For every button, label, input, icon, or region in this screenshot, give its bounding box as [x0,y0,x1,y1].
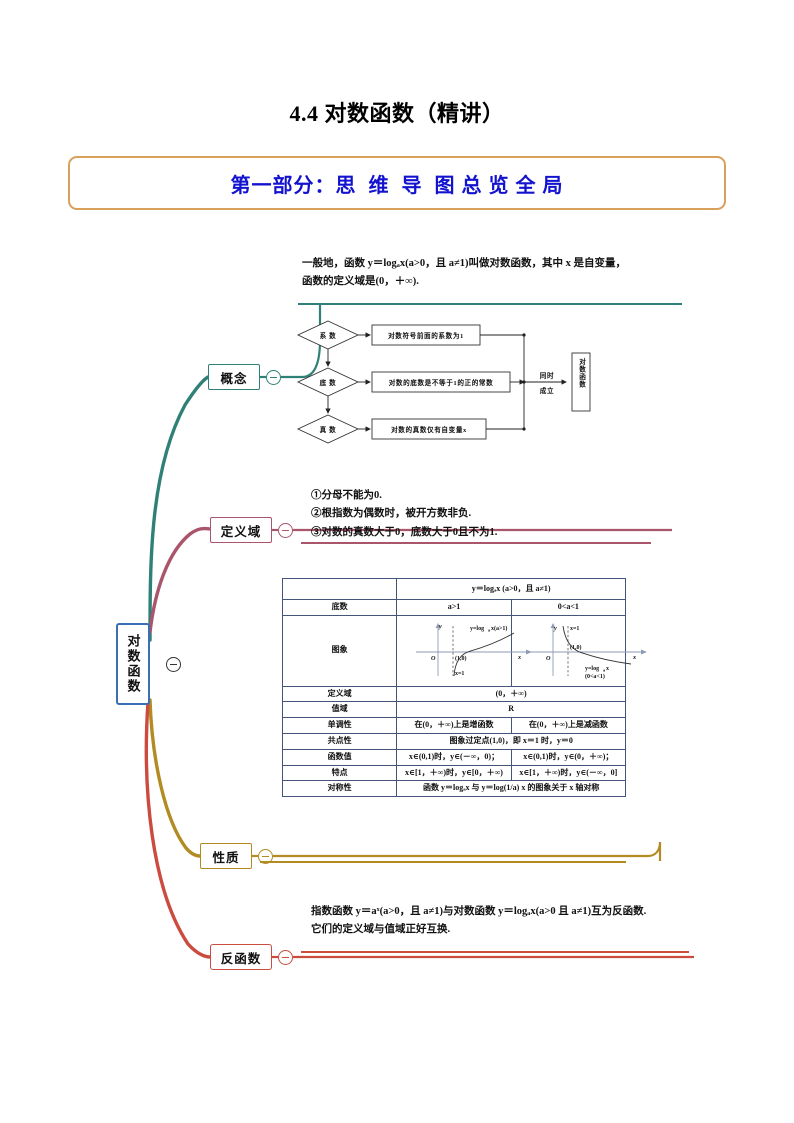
svg-text:(1,0): (1,0) [570,644,582,651]
row-label-base: 底数 [281,599,398,616]
flow-diamond-label-3: 真 数 [319,427,337,434]
domain-rule-2: ②根指数为偶数时，被开方数非负. [311,508,472,520]
mindmap-branch-domain-label: 定义域 [220,524,262,539]
row-function-value-left-2: x∈[1，＋∞)时，y∈[0，＋∞) [396,764,512,782]
graph-cell-increasing: O y x (1,0) x=1 y=log a x(a>1) [396,614,533,687]
svg-text:a: a [603,667,606,672]
svg-text:O: O [546,655,551,662]
row-domain-value: (0，＋∞) [396,685,626,703]
row-label-monotonicity: 单调性 [281,717,398,734]
table-row: 共点性 图象过定点(1,0)，即 x＝1 时，y＝0 [281,732,626,750]
svg-text:y: y [553,625,557,632]
flow-box-label-3: 对数的真数仅有自变量x [391,427,467,434]
mindmap-branch-concept[interactable]: 概念 [208,364,260,390]
mindmap-branch-domain[interactable]: 定义域 [210,517,272,543]
row-monotonicity-right: 在(0，＋∞)上是减函数 [510,717,627,734]
graph-decreasing-svg: O y x x=1 (1,0) y=log a x (0<a<1) [530,622,647,680]
row-label-function-value-2: 特点 [281,764,398,782]
row-function-value-right-1: x∈(0,1)时，y∈(0，＋∞)； [510,748,627,766]
page-title: 4.4 对数函数（精讲） [289,101,505,126]
table-row: 函数值 x∈(0,1)时，y∈(－∞，0)； x∈(0,1)时，y∈(0，＋∞)… [281,748,627,766]
inverse-line-1: 指数函数 y＝aˣ(a>0，且 a≠1)与对数函数 y＝logₐx(a>0 且 … [311,906,647,917]
svg-text:y=log: y=log [470,626,484,632]
domain-rules-block: ①分母不能为0. ②根指数为偶数时，被开方数非负. ③对数的真数大于0，底数大于… [301,487,671,544]
flow-middle-label-1: 同时 [539,373,555,380]
svg-text:y=log: y=log [585,666,599,672]
row-label-symmetry: 对称性 [281,780,398,798]
row-label-domain: 定义域 [281,685,398,703]
mindmap-toggle-domain[interactable] [278,523,293,538]
svg-text:y: y [438,623,442,630]
row-label-common-point: 共点性 [281,732,398,750]
svg-text:x: x [632,654,636,661]
table-row: 值域 R [281,701,626,719]
inverse-function-block: 指数函数 y＝aˣ(a>0，且 a≠1)与对数函数 y＝logₐx(a>0 且 … [301,903,691,953]
svg-text:x=1: x=1 [455,671,464,677]
concept-flowchart: 系 数 底 数 真 数 对数符号前面的系数为1 对数的底数是不等于1的正的常数 … [286,313,598,453]
svg-text:x(a>1): x(a>1) [491,625,507,632]
row-function-value-left-1: x∈(0,1)时，y∈(－∞，0)； [396,748,512,766]
mindmap-branch-property-label: 性质 [212,850,240,865]
row-common-point-value: 图象过定点(1,0)，即 x＝1 时，y＝0 [396,732,626,750]
mindmap-branch-concept-label: 概念 [220,371,248,386]
row-label-function-value: 函数值 [281,748,398,766]
svg-text:a: a [488,627,491,632]
concept-flowchart-graphics [296,320,591,444]
row-base-right: 0<a<1 [510,599,627,616]
table-row: 底数 a>1 0<a<1 [281,599,627,616]
domain-underline [301,542,651,544]
svg-text:O: O [431,655,436,662]
flow-box-label-1: 对数符号前面的系数为1 [388,333,464,340]
flow-middle-label-2: 成立 [539,388,555,395]
row-monotonicity-left: 在(0，＋∞)上是增函数 [396,717,512,734]
mindmap-root-node[interactable]: 对数函数 [116,623,150,705]
row-base-left: a>1 [396,599,512,616]
domain-rule-3: ③对数的真数大于0，底数大于0且不为1. [311,526,498,538]
table-row: 图象 O y x (1,0) x [281,614,647,687]
concept-definition-block: 一般地，函数 y＝logₐx(a>0，且 a≠1)叫做对数函数，其中 x 是自变… [298,255,698,305]
table-row: 定义域 (0，＋∞) [281,685,626,703]
concept-definition-line-2: 函数的定义域是(0，＋∞). [302,276,419,288]
table-row: 单调性 在(0，＋∞)上是增函数 在(0，＋∞)上是减函数 [281,717,627,734]
concept-definition-line-1: 一般地，函数 y＝logₐx(a>0，且 a≠1)叫做对数函数，其中 x 是自变… [302,258,626,269]
property-table: y＝logₐx (a>0，且 a≠1) 底数 a>1 0<a<1 图象 [281,578,647,798]
svg-text:(1,0): (1,0) [455,655,467,662]
property-table-block: y＝logₐx (a>0，且 a≠1) 底数 a>1 0<a<1 图象 [260,578,647,863]
mindmap-branch-inverse[interactable]: 反函数 [210,944,272,970]
svg-text:(0<a<1): (0<a<1) [585,673,605,680]
graph-cell-decreasing: O y x x=1 (1,0) y=log a x (0<a<1) [510,614,647,687]
flow-diamond-label-2: 底 数 [319,380,337,387]
concept-underline [298,303,682,305]
mindmap-root-toggle[interactable] [166,657,181,672]
mindmap-branch-property[interactable]: 性质 [200,843,252,869]
flow-box-label-2: 对数的底数是不等于1的正的常数 [388,380,494,387]
property-underline [260,861,626,863]
row-function-value-right-2: x∈[1，＋∞)时，y∈(－∞，0] [510,764,627,782]
svg-text:x: x [606,666,609,672]
flow-diamond-label-1: 系 数 [319,333,337,340]
mindmap-toggle-inverse[interactable] [278,950,293,965]
table-row: 对称性 函数 y＝logₐx 与 y＝log(1/a) x 的图象关于 x 轴对… [281,780,626,798]
table-row: 特点 x∈[1，＋∞)时，y∈[0，＋∞) x∈[1，＋∞)时，y∈(－∞，0] [281,764,627,782]
mindmap-root-label: 对数函数 [125,634,141,694]
table-row: y＝logₐx (a>0，且 a≠1) [281,578,626,600]
mindmap-toggle-property[interactable] [258,849,273,864]
property-table-header: y＝logₐx (a>0，且 a≠1) [396,578,626,600]
row-label-range: 值域 [281,701,398,719]
inverse-underline [301,951,689,953]
flow-final-label: 对数函数 [577,358,585,389]
section-banner-text: 第一部分：思 维 导 图 总 览 全 局 [230,174,564,197]
inverse-line-2: 它们的定义域与值域正好互换. [311,924,451,936]
row-symmetry-value: 函数 y＝logₐx 与 y＝log(1/a) x 的图象关于 x 轴对称 [396,780,626,798]
row-label-graph: 图象 [281,614,398,687]
mindmap-branch-inverse-label: 反函数 [220,951,262,966]
section-banner: 第一部分：思 维 导 图 总 览 全 局 [68,156,726,210]
domain-rule-1: ①分母不能为0. [311,490,382,501]
mindmap-toggle-concept[interactable] [266,370,281,385]
svg-text:x=1: x=1 [570,626,579,632]
table-cell-empty [281,578,398,600]
row-range-value: R [396,701,626,719]
